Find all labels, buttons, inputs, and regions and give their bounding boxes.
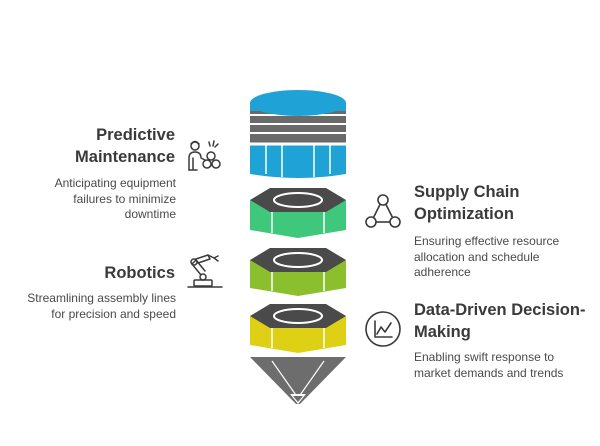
robotics-title: Robotics — [104, 264, 175, 282]
predictive-maintenance-description: Anticipating equipment failures to minim… — [54, 176, 176, 221]
data-driven-decision-making-title: Data-Driven Decision-Making — [414, 301, 586, 341]
network-nodes-icon — [365, 194, 401, 228]
robotics-description: Streamlining assembly lines for precisio… — [27, 291, 176, 321]
cylinder-layer — [250, 90, 346, 178]
cone-tip — [250, 357, 346, 404]
robot-arm-icon — [187, 254, 223, 288]
supply-chain-optimization-title: Supply Chain Optimization — [414, 183, 520, 223]
supply-chain-optimization-description: Ensuring effective resource allocation a… — [414, 234, 560, 279]
hex-nut-layer-yellow — [250, 304, 346, 353]
data-driven-decision-making-description: Enabling swift response to market demand… — [414, 350, 564, 380]
hex-nut-layer-lime — [250, 248, 346, 296]
hex-nut-layer-green — [250, 188, 346, 238]
chart-circle-icon — [365, 311, 401, 347]
technician-icon — [188, 140, 221, 171]
predictive-maintenance-title: Predictive Maintenance — [75, 126, 175, 166]
